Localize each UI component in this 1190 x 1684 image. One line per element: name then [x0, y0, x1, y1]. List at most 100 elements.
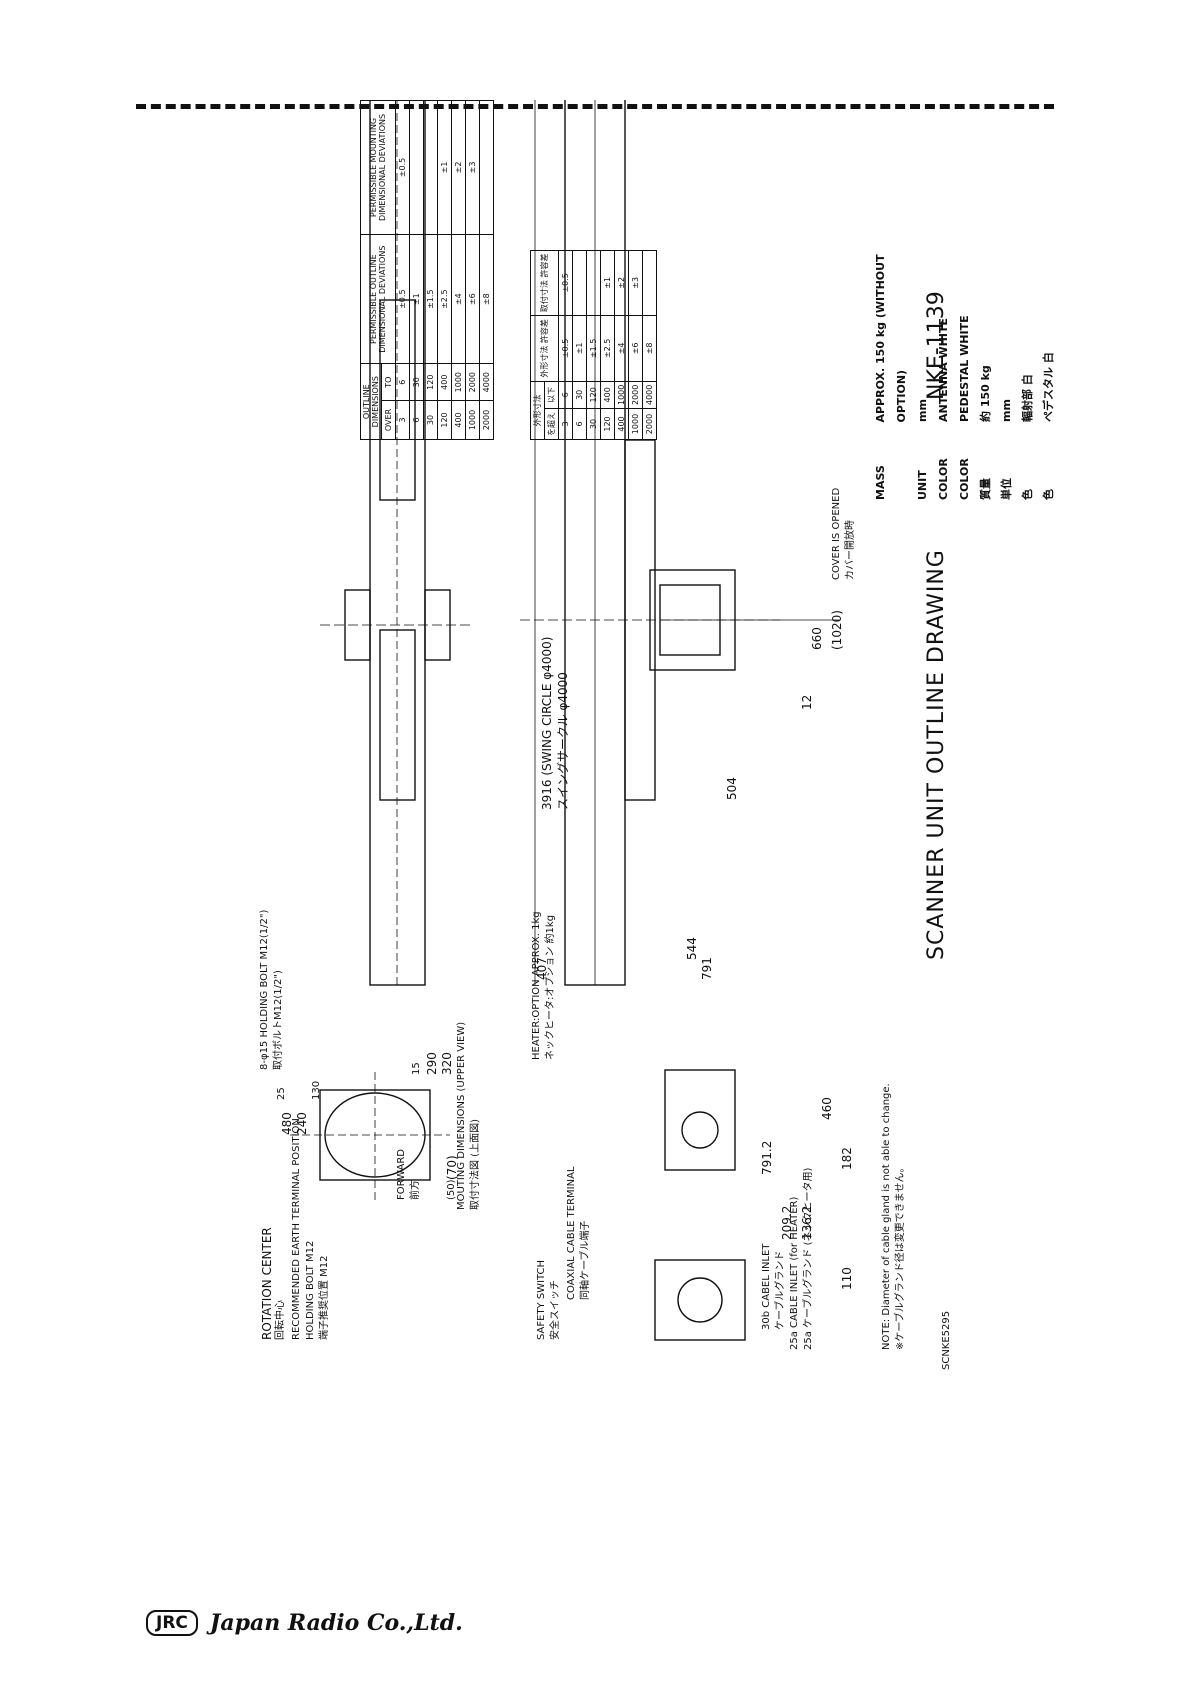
label-mounting: MOUTING DIMENSIONS (UPPER VIEW) [456, 1021, 467, 1210]
tolerance-cell: ±1 [409, 234, 424, 364]
label-holding-bolt: HOLDING BOLT M12 [305, 1240, 316, 1340]
label-swing: 3916 (SWING CIRCLE φ4000) [540, 636, 554, 810]
tolerance-cell: ±8 [479, 234, 494, 364]
tolerance-cell: 3 [395, 400, 410, 440]
tolerance-cell: 4000 [642, 381, 657, 409]
tolerance-cell: 400 [437, 363, 452, 401]
tolerance-subheader: OVER [381, 400, 396, 440]
spec-value: ペデスタル 白 [1042, 352, 1055, 422]
tolerance-cell: ±2.5 [600, 315, 615, 382]
tolerance-cell: 400 [451, 400, 466, 440]
tolerance-cell: ±3 [465, 100, 480, 235]
tolerance-cell: 30 [572, 381, 587, 409]
tolerance-cell [586, 250, 601, 316]
dim-791-2: 791.2 [760, 1140, 774, 1175]
tolerance-cell [409, 100, 424, 235]
tolerance-header: PERMISSIBLE OUTLINE DIMENSIONAL DEVIATIO… [360, 234, 396, 364]
spec-value: PEDESTAL WHITE [958, 315, 971, 422]
tolerance-cell: 120 [437, 400, 452, 440]
spec-row: COLOR PEDESTAL WHITE [954, 200, 975, 500]
tolerance-cell: 2000 [465, 363, 480, 401]
tolerance-cell: 6 [395, 363, 410, 401]
spec-label: 色 [1042, 489, 1055, 500]
tolerance-cell: 2000 [628, 381, 643, 409]
spec-value: 輻射部 白 [1021, 374, 1034, 422]
tolerance-cell: ±4 [451, 234, 466, 364]
spec-value: mm [1000, 399, 1013, 422]
tolerance-cell: ±1 [600, 250, 615, 316]
spec-label: COLOR [958, 458, 971, 500]
tolerance-subheader: TO [381, 363, 396, 401]
tolerance-cell: ±2 [614, 250, 629, 316]
label-holding-bolt-top-jp: 取付ボルトM12(1/2") [273, 970, 284, 1070]
dim-660: 660 [810, 627, 824, 650]
spec-value: APPROX. 150 kg (WITHOUT OPTION) [874, 254, 908, 423]
spec-row: 質量 約 150 kg [975, 200, 996, 500]
label-heater-jp: ネックヒータ:オプション 約1kg [545, 914, 556, 1060]
tolerance-cell: 30 [409, 363, 424, 401]
tolerance-cell [642, 250, 657, 316]
tolerance-cell: 1000 [451, 363, 466, 401]
dim-25: 25 [276, 1087, 287, 1100]
label-rotation-center: ROTATION CENTER [260, 1227, 274, 1340]
label-earth: RECOMMENDED EARTH TERMINAL POSITION [291, 1118, 302, 1340]
tolerance-cell: 6 [558, 381, 573, 409]
dim-12: 12 [800, 694, 814, 710]
dim-15: 15 [411, 1062, 422, 1075]
spec-label: 質量 [979, 478, 992, 500]
tolerance-header: 取付寸法 許容差 [530, 250, 559, 316]
label-rotation-center-jp: 回転中心 [275, 1300, 286, 1340]
tolerance-cell [423, 100, 438, 235]
tolerance-cell: ±6 [465, 234, 480, 364]
dim-544: 544 [685, 937, 699, 960]
tolerance-cell: 400 [600, 381, 615, 409]
tolerance-cell: 120 [423, 363, 438, 401]
company-name: Japan Radio Co.,Ltd. [209, 1610, 463, 1636]
tolerance-subheader: 以下 [544, 381, 559, 409]
label-holding-bolt-top: 8-φ15 HOLDING BOLT M12(1/2") [259, 909, 270, 1070]
tolerance-cell: 120 [586, 381, 601, 409]
dim-1020: (1020) [830, 610, 844, 650]
label-cable-25a: 25a CABLE INLET (for HEATER) [789, 1196, 800, 1350]
tolerance-cell: ±0.5 [395, 234, 410, 364]
pedestal-rear-view [664, 1069, 736, 1171]
tolerance-cell: ±6 [628, 315, 643, 382]
label-forward: FORWARD [396, 1149, 407, 1200]
spec-value: 約 150 kg [979, 365, 992, 422]
tolerance-cell: 120 [600, 408, 615, 440]
tolerance-cell [479, 100, 494, 235]
tolerance-cell: ±2.5 [437, 234, 452, 364]
label-safety-switch-jp: 安全スイッチ [550, 1280, 561, 1340]
tolerance-cell: ±3 [628, 250, 643, 316]
tolerance-cell: ±1.5 [423, 234, 438, 364]
tolerance-cell: ±1.5 [586, 315, 601, 382]
tolerance-cell: 30 [586, 408, 601, 440]
label-safety-switch: SAFETY SWITCH [536, 1259, 547, 1340]
dim-290: 290 [425, 1052, 439, 1075]
label-coax-jp: 同軸ケーブル端子 [580, 1220, 591, 1300]
label-earth-jp: 端子推奨位置 M12 [319, 1255, 330, 1340]
tolerance-cell: 6 [409, 400, 424, 440]
tolerance-cell: 1000 [465, 400, 480, 440]
spec-row: 色ペデスタル 白 [1038, 200, 1059, 500]
tolerance-cell: 2000 [479, 400, 494, 440]
tolerance-cell: ±1 [572, 315, 587, 382]
label-cover: COVER IS OPENED [831, 487, 842, 580]
label-forward-jp: 前方 [410, 1180, 421, 1200]
label-swing-jp: スイングサークル φ4000 [556, 672, 570, 810]
tolerance-cell [572, 250, 587, 316]
tolerance-cell: 4000 [479, 363, 494, 401]
